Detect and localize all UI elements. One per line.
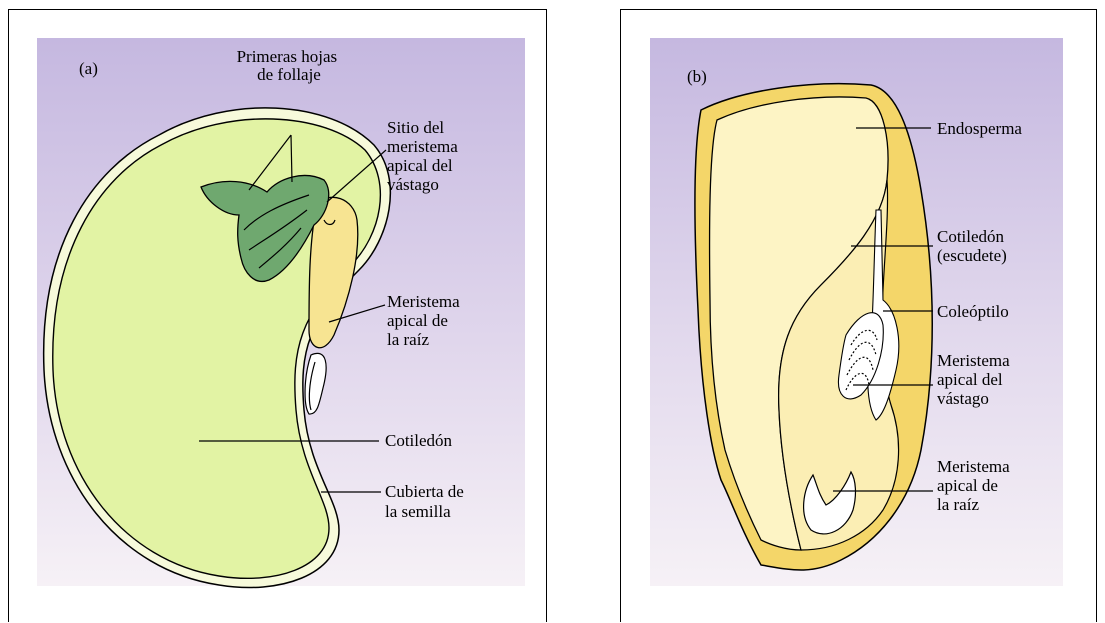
panel-a-label: (a) <box>79 59 98 78</box>
bean-seed-diagram: (a) Primeras hojas de follaje Sitio del … <box>9 10 548 623</box>
cotyledon-scutellum-label: Cotiledón (escudete) <box>937 227 1008 265</box>
coleoptile-label: Coleóptilo <box>937 302 1009 321</box>
panel-b-label: (b) <box>687 67 707 86</box>
endosperm-label: Endosperma <box>937 119 1022 138</box>
panel-b-corn-kernel: (b) Endosperma Cotiledón (escudete) Cole… <box>620 9 1097 622</box>
cotyledon-label-a: Cotiledón <box>385 431 453 450</box>
panel-a-bean-seed: (a) Primeras hojas de follaje Sitio del … <box>8 9 547 622</box>
corn-kernel-diagram: (b) Endosperma Cotiledón (escudete) Cole… <box>621 10 1098 623</box>
